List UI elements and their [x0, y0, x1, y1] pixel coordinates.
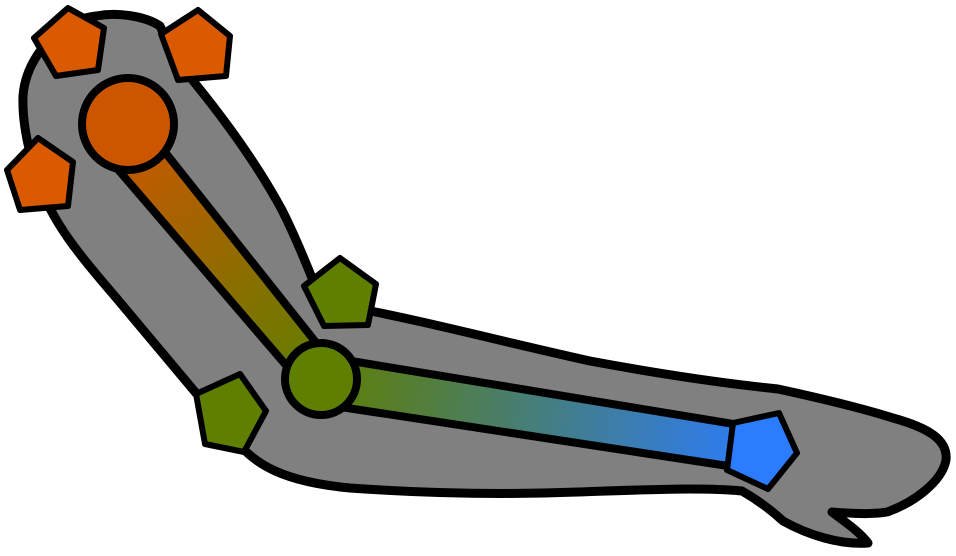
upper-control-left-top-pentagon[interactable] [31, 5, 107, 79]
upper-control-left-pentagon[interactable] [4, 135, 76, 213]
shoulder-joint[interactable] [78, 74, 178, 174]
end-control-pentagon[interactable] [724, 410, 800, 492]
middle-control-bottom-pentagon[interactable] [193, 371, 269, 455]
elbow-joint[interactable] [281, 339, 361, 419]
middle-control-top-pentagon[interactable] [301, 255, 379, 329]
upper-control-right-top-pentagon[interactable] [158, 7, 233, 83]
